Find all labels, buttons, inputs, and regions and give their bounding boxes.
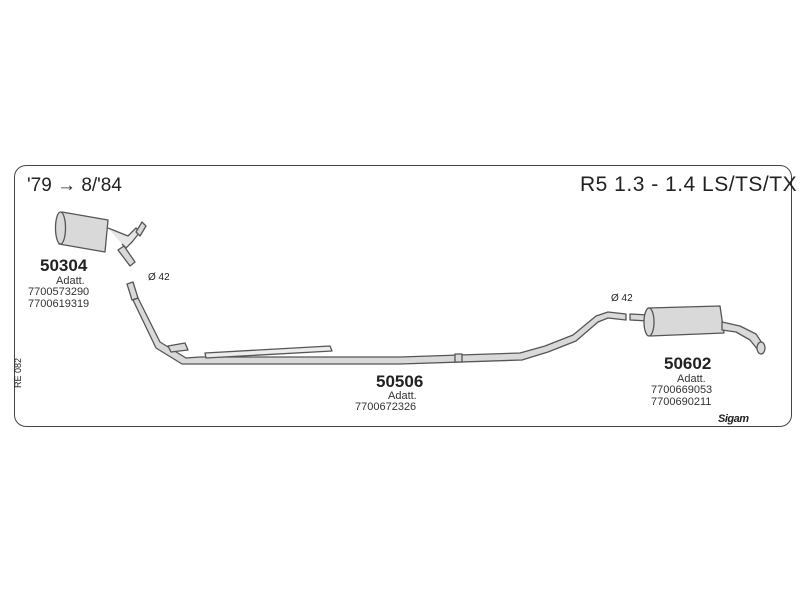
part-ref-front-1: 7700573290 — [28, 286, 90, 298]
part-number-front: 50304 — [40, 256, 88, 275]
brand-logo: Sigam — [718, 413, 749, 425]
model-title: R5 1.3 - 1.4 LS/TS/TX — [580, 173, 798, 196]
part-note-middle: Adatt. — [388, 390, 417, 402]
side-code: RE 082 — [13, 357, 23, 388]
part-ref-rear-2: 7700690211 — [651, 396, 712, 408]
diameter-label-rear: Ø 42 — [611, 293, 633, 304]
front-silencer-50304 — [54, 211, 147, 267]
part-ref-front-2: 7700619319 — [28, 298, 90, 310]
part-ref-middle-1: 7700672326 — [355, 401, 417, 413]
part-ref-rear-1: 7700669053 — [651, 384, 713, 396]
year-range: '79 → 8/'84 — [27, 175, 122, 196]
part-note-front: Adatt. — [56, 275, 85, 287]
diagram-frame — [14, 165, 792, 427]
rear-silencer-50602 — [629, 305, 766, 355]
part-number-rear: 50602 — [664, 354, 712, 373]
part-number-middle: 50506 — [376, 372, 424, 391]
part-note-rear: Adatt. — [677, 373, 706, 385]
diameter-label-front: Ø 42 — [148, 272, 170, 283]
intermediate-pipe-50506 — [126, 281, 627, 365]
